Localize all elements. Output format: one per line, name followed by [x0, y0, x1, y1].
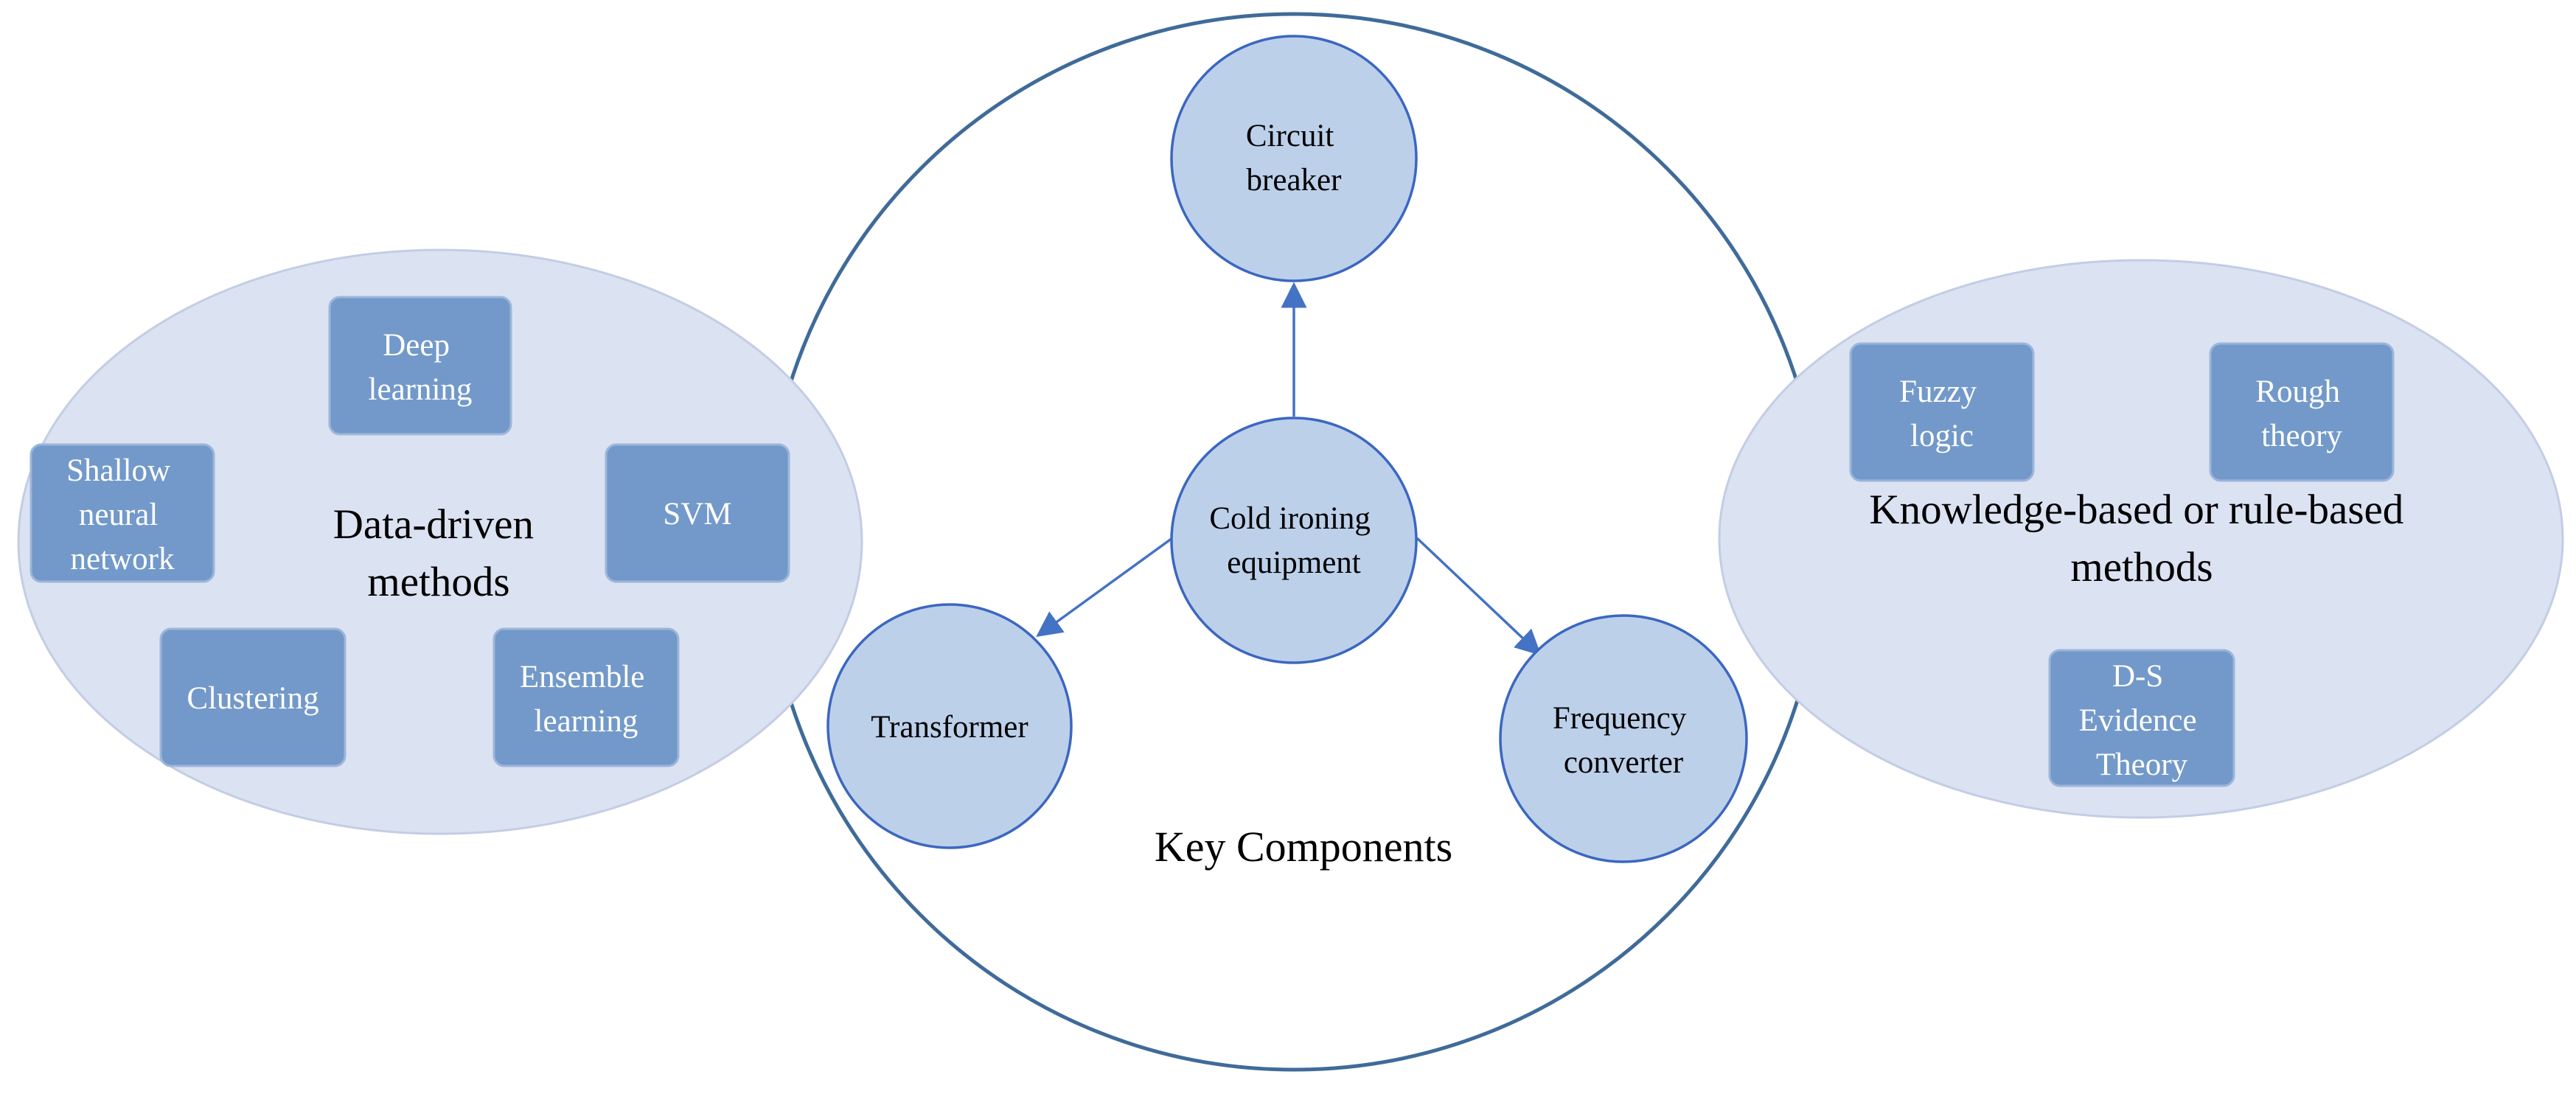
cold-ironing-line-2: equipment	[1227, 546, 1361, 580]
svg-text:Ensemble learning: Ensemble learning	[520, 660, 652, 739]
svg-text:Rough theory: Rough theory	[2255, 374, 2347, 453]
ensemble-learning-line-1: Ensemble	[520, 660, 645, 694]
deep-learning-box: Deep learning	[328, 296, 512, 436]
knowledge-based-title: Knowledge-based or rule-based methods	[1869, 487, 2414, 590]
fuzzy-logic-line-2: logic	[1910, 419, 1974, 453]
svg-text:Fuzzy logic: Fuzzy logic	[1899, 374, 1985, 453]
key-components-label: Key Components	[1155, 823, 1452, 871]
svg-text:Shallow neural: Shallow neural network	[66, 453, 178, 576]
svg-text:Circuit breaker: Circuit breaker	[1246, 119, 1342, 198]
svg-text:Transformer: Transformer	[871, 710, 1028, 745]
svg-text:Deep learning: Deep learning	[369, 328, 473, 407]
shallow-neural-network-box: Shallow neural network	[29, 443, 215, 583]
frequency-converter-line-2: converter	[1564, 745, 1683, 780]
cold-ironing-equipment-node: Cold ironing equipment	[1170, 417, 1418, 664]
ensemble-learning-box: Ensemble learning	[492, 627, 680, 767]
fuzzy-logic-box: Fuzzy logic	[1849, 342, 2035, 482]
knowledge-based-methods-group: Fuzzy logic Rough theory D-S Evidence Th…	[1718, 259, 2564, 819]
clustering-line-1: Clustering	[187, 681, 318, 716]
deep-learning-line-2: learning	[369, 372, 473, 407]
deep-learning-line-1: Deep	[383, 328, 450, 363]
rough-theory-line-1: Rough	[2255, 374, 2340, 409]
shallow-neural-network-line-1: Shallow	[66, 453, 170, 488]
ensemble-learning-line-2: learning	[535, 704, 638, 739]
ds-evidence-theory-line-1: D-S	[2112, 659, 2163, 694]
transformer-node: Transformer	[826, 603, 1073, 849]
data-driven-title-line-1: Data-driven	[333, 501, 534, 548]
svg-text:Frequency converter: Frequency converter	[1553, 701, 1694, 780]
svg-text:D-S Evidence T: D-S Evidence Theory	[2079, 659, 2205, 782]
circuit-breaker-line-2: breaker	[1247, 163, 1342, 198]
svg-text:Clustering: Clustering	[187, 681, 318, 716]
knowledge-based-title-line-2: methods	[2070, 544, 2213, 590]
arrow-to-frequency-converter	[1416, 537, 1542, 656]
svg-text:Cold ironing equipment: Cold ironing equipment	[1209, 501, 1378, 580]
ds-evidence-theory-box: D-S Evidence Theory	[2048, 649, 2235, 787]
fuzzy-logic-line-1: Fuzzy	[1899, 374, 1977, 409]
rough-theory-box: Rough theory	[2209, 342, 2395, 482]
data-driven-title-line-2: methods	[367, 559, 509, 605]
ds-evidence-theory-line-2: Evidence	[2079, 703, 2197, 738]
svm-line-1: SVM	[663, 497, 731, 532]
transformer-line-1: Transformer	[871, 710, 1028, 745]
knowledge-based-title-line-1: Knowledge-based or rule-based	[1869, 487, 2403, 533]
frequency-converter-node: Frequency converter	[1499, 614, 1748, 863]
frequency-converter-line-1: Frequency	[1553, 701, 1687, 736]
svm-box: SVM	[605, 443, 790, 583]
clustering-box: Clustering	[159, 627, 347, 767]
arrow-to-transformer	[1036, 537, 1174, 638]
ds-evidence-theory-line-3: Theory	[2096, 748, 2188, 782]
circuit-breaker-node: Circuit breaker	[1170, 35, 1418, 282]
data-driven-methods-group: Deep learning Shallow neural network SVM…	[17, 248, 863, 835]
rough-theory-line-2: theory	[2261, 419, 2342, 453]
cold-ironing-line-1: Cold ironing	[1209, 501, 1371, 536]
svg-text:SVM: SVM	[663, 497, 731, 532]
circuit-breaker-line-1: Circuit	[1246, 119, 1334, 153]
shallow-neural-network-line-3: network	[71, 542, 175, 576]
shallow-neural-network-line-2: neural	[79, 498, 158, 532]
data-driven-title: Data-driven methods	[333, 501, 544, 605]
